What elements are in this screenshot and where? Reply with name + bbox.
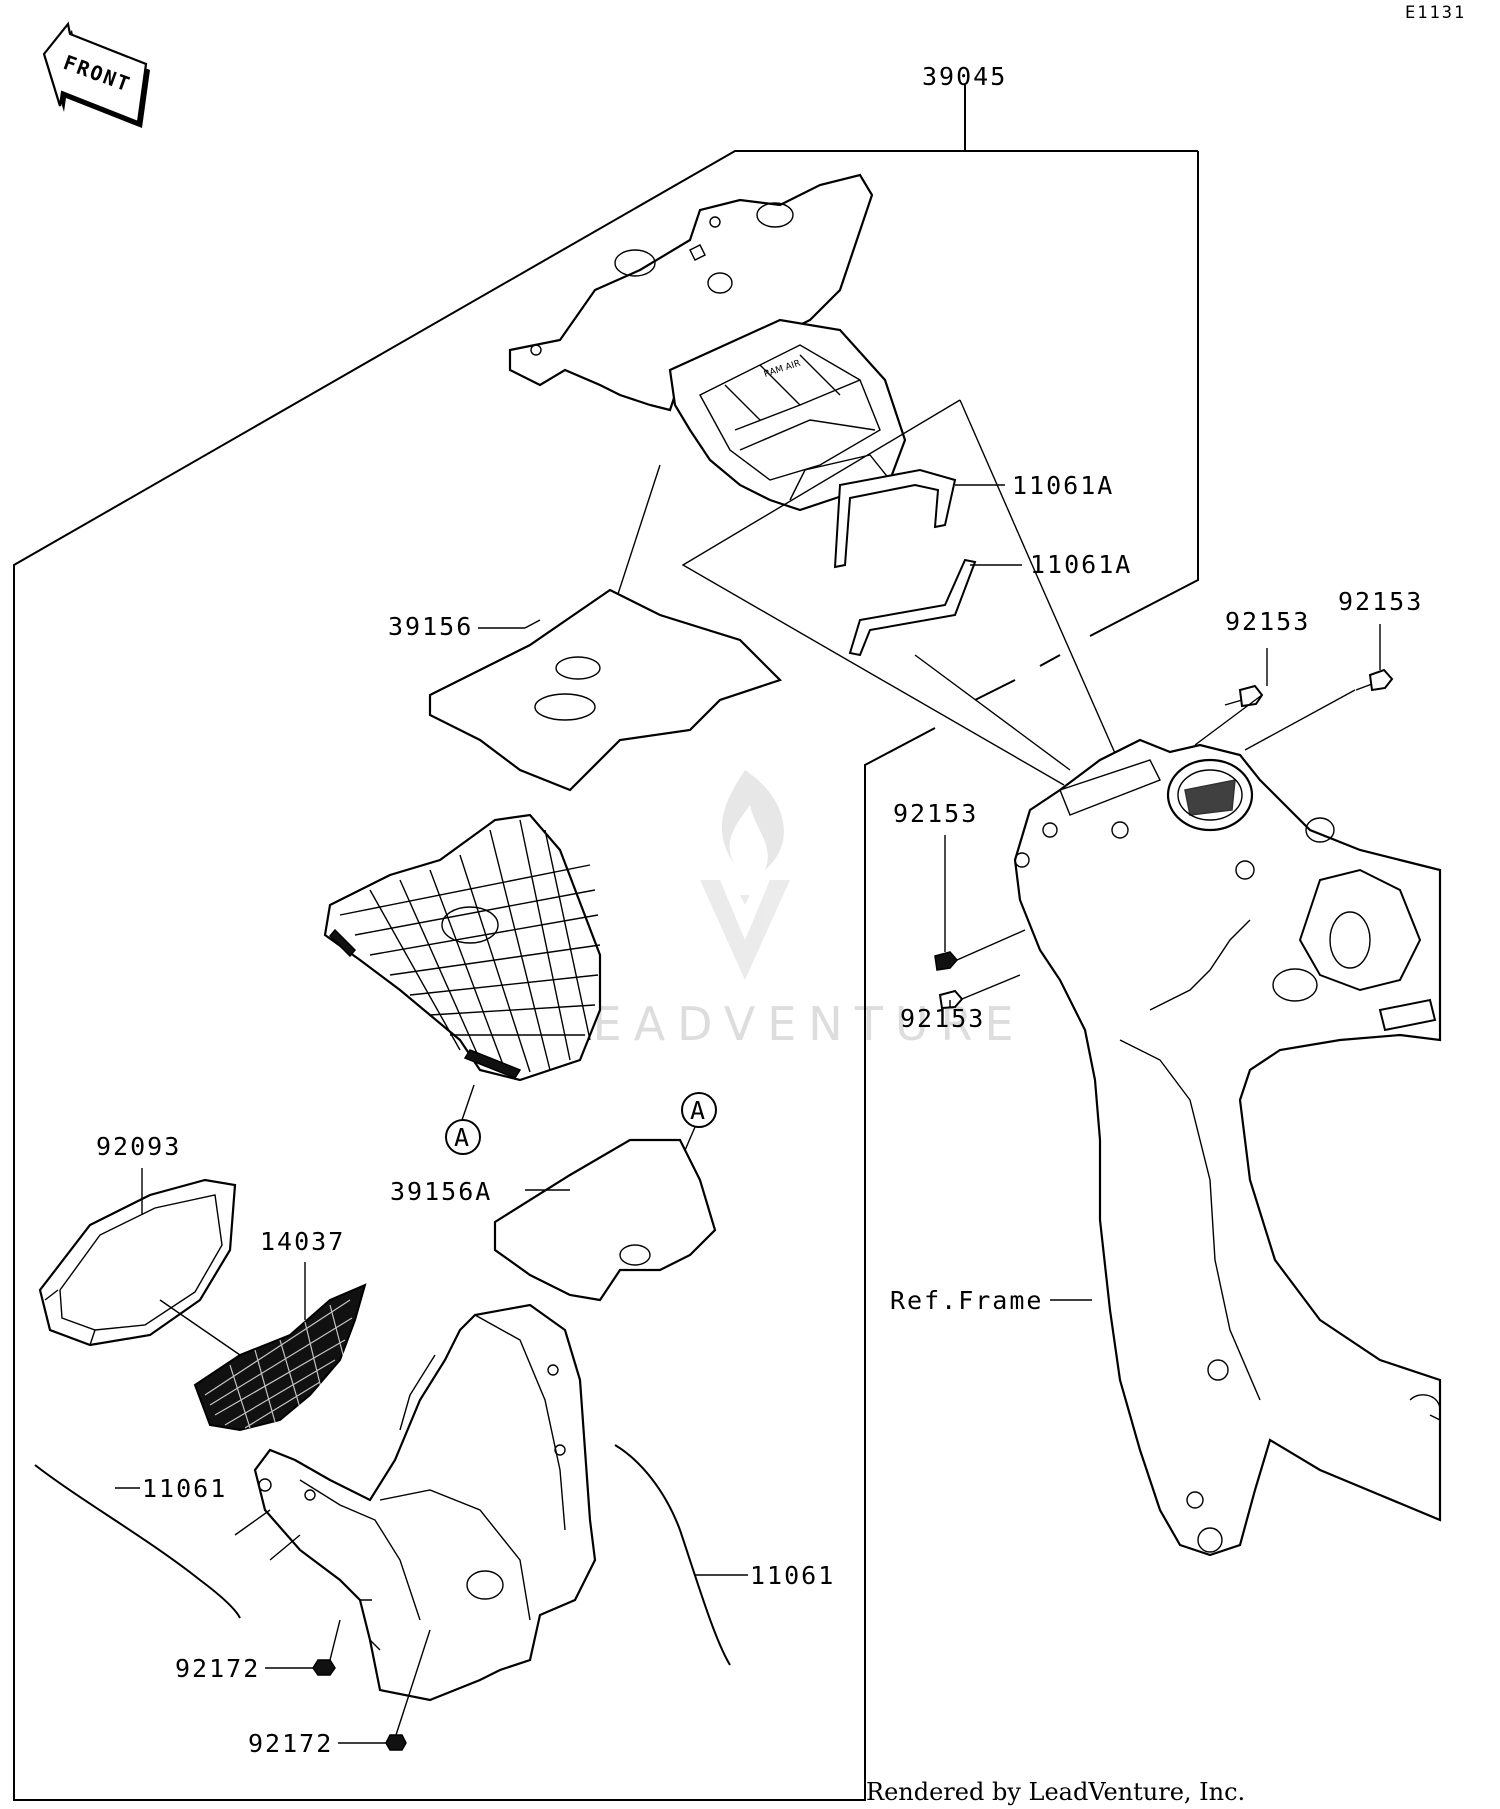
callout-11061-right: 11061 bbox=[750, 1561, 835, 1590]
callout-92153-top-left: 92153 bbox=[1225, 607, 1310, 636]
pad-39156 bbox=[428, 588, 783, 792]
seal-11061A-upper bbox=[833, 468, 957, 569]
seal-11061-left bbox=[34, 1464, 241, 1619]
callout-39156: 39156 bbox=[388, 612, 473, 641]
callout-39156A: 39156A bbox=[390, 1177, 492, 1206]
callout-11061-left: 11061 bbox=[142, 1474, 227, 1503]
bolt-92172-upper bbox=[312, 1619, 341, 1676]
cover-92093 bbox=[38, 1178, 237, 1347]
seal-11061A-lower bbox=[848, 558, 977, 657]
watermark-flame-icon bbox=[700, 770, 790, 980]
screw-92153-top-left bbox=[1194, 684, 1264, 746]
callout-92153-top-right: 92153 bbox=[1338, 587, 1423, 616]
callout-14037: 14037 bbox=[260, 1227, 345, 1256]
callout-ref-frame: Ref.Frame bbox=[890, 1286, 1043, 1315]
callout-92172-lower: 92172 bbox=[248, 1729, 333, 1758]
upper-air-duct-bracket bbox=[508, 173, 874, 412]
assembly-bracket-lines bbox=[13, 85, 1199, 1801]
screw-92153-mid-left-lower bbox=[938, 974, 1021, 1010]
callout-11061A-lower: 11061A bbox=[1030, 550, 1132, 579]
callout-92093: 92093 bbox=[96, 1132, 181, 1161]
front-direction-arrow-icon: FRONT bbox=[42, 21, 150, 128]
ram-air-duct: RAM AIR bbox=[668, 318, 907, 512]
watermark-brand-text: LEADVENTURE bbox=[555, 997, 1026, 1051]
marker-a-left-label: A bbox=[454, 1123, 471, 1152]
footer-credit: Rendered by LeadVenture, Inc. bbox=[866, 1778, 1245, 1806]
air-intake-grid-duct bbox=[323, 813, 602, 1082]
screw-92153-mid-left-upper bbox=[934, 929, 1026, 971]
lower-air-intake-housing bbox=[234, 1303, 597, 1702]
callout-92153-mid-upper: 92153 bbox=[893, 799, 978, 828]
callout-92153-mid-lower: 92153 bbox=[900, 1004, 985, 1033]
callout-11061A-upper: 11061A bbox=[1012, 471, 1114, 500]
screw-92153-top-right bbox=[1244, 668, 1394, 751]
assembly-guide-lines bbox=[589, 399, 1119, 786]
marker-a-right-label: A bbox=[690, 1096, 707, 1125]
pad-39156A bbox=[493, 1138, 717, 1302]
leadventure-watermark: LEADVENTURE bbox=[555, 770, 1026, 1051]
seal-11061-right bbox=[614, 1444, 731, 1666]
diagram-code: E1131 bbox=[1405, 3, 1466, 23]
reference-marker-a-left: A bbox=[445, 1084, 481, 1155]
callout-39045: 39045 bbox=[922, 62, 1007, 91]
mesh-screen-14037 bbox=[193, 1283, 367, 1432]
callout-92172-upper: 92172 bbox=[175, 1654, 260, 1683]
motorcycle-frame-reference bbox=[1013, 738, 1442, 1557]
